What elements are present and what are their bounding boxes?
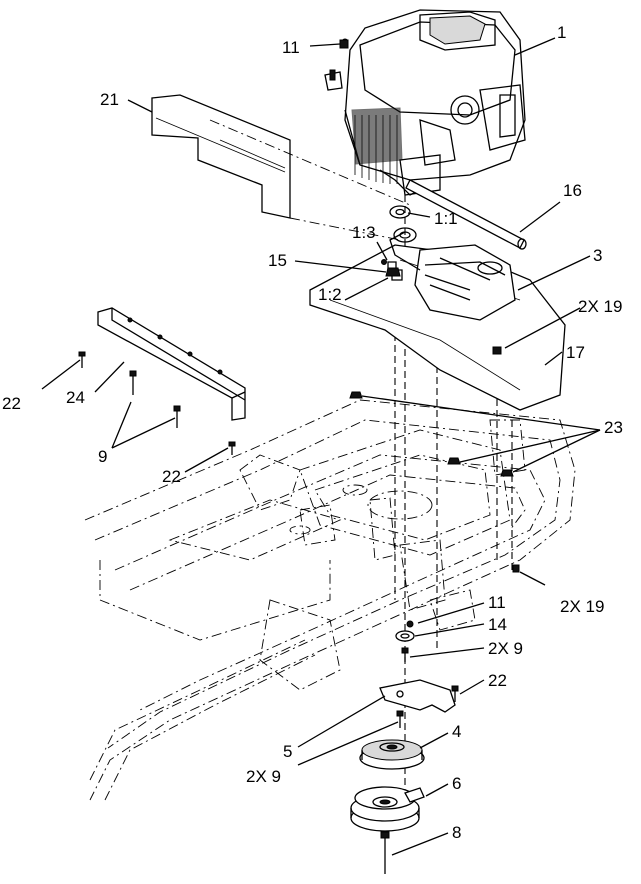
callout-15: 15	[268, 251, 287, 270]
exhaust-tube	[405, 179, 527, 250]
callout-8: 8	[452, 823, 461, 842]
bolt-19-bottom	[512, 564, 520, 573]
heat-shield	[151, 94, 411, 241]
bolts-group-left	[78, 351, 236, 455]
mower-frame	[84, 399, 576, 801]
nut-15	[385, 267, 401, 277]
callout-5: 5	[283, 742, 292, 761]
callout-4: 4	[452, 722, 461, 741]
callout-2x9-lower: 2X 9	[246, 767, 281, 786]
callout-2x19-bottom: 2X 19	[560, 597, 604, 616]
callout-3: 3	[593, 246, 602, 265]
callout-16: 16	[563, 181, 582, 200]
callout-22-left: 22	[2, 394, 21, 413]
callout-22-lower: 22	[488, 671, 507, 690]
callout-14: 14	[488, 615, 507, 634]
callout-23: 23	[604, 418, 623, 437]
callout-1-2: 1:2	[318, 285, 342, 304]
callout-21: 21	[100, 90, 119, 109]
leader-lines	[41, 37, 601, 856]
callout-22-mid: 22	[162, 467, 181, 486]
muffler	[389, 231, 516, 321]
lower-hardware	[350, 620, 459, 874]
callout-9-left: 9	[98, 447, 107, 466]
callout-labels: 1 11 21 16 1:1 1:3 15 3 2X 19 1:2 17 22 …	[2, 23, 623, 842]
callout-1-3: 1:3	[352, 223, 376, 242]
callout-6: 6	[452, 774, 461, 793]
callout-2x9-upper: 2X 9	[488, 639, 523, 658]
support-bar	[97, 307, 246, 421]
callout-2x19-top: 2X 19	[578, 297, 622, 316]
callout-1: 1	[557, 23, 566, 42]
engine	[324, 9, 526, 196]
bolt-19-top	[492, 346, 502, 355]
engine-bolt-top	[339, 39, 349, 49]
callout-11-bottom: 11	[488, 593, 506, 612]
callout-11-top: 11	[282, 38, 300, 57]
callout-17: 17	[566, 343, 585, 362]
callout-1-1: 1:1	[434, 209, 458, 228]
callout-24: 24	[66, 388, 85, 407]
nuts-23	[349, 391, 514, 477]
